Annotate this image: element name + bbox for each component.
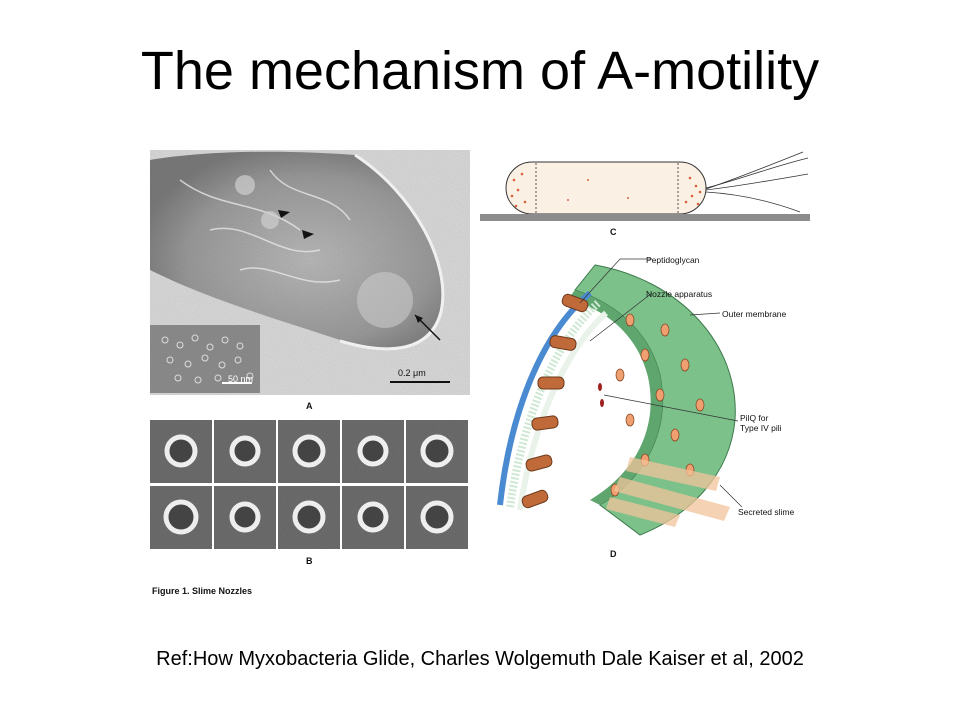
- nozzle-grid-image: [150, 420, 468, 549]
- label-pilq-line1: PilQ for: [740, 413, 769, 423]
- panel-label-d: D: [610, 549, 617, 559]
- label-outer-membrane: Outer membrane: [722, 309, 787, 319]
- panel-label-b: B: [306, 556, 313, 566]
- reference-citation: Ref:How Myxobacteria Glide, Charles Wolg…: [156, 648, 804, 670]
- micrograph-image: [150, 150, 470, 395]
- figure-slime-nozzles: 50 nm 0.2 μm A: [140, 145, 820, 610]
- label-pilq-line2: Type IV pili: [740, 423, 782, 433]
- label-nozzle-apparatus: Nozzle apparatus: [646, 289, 713, 299]
- nozzle-cutaway-diagram: [497, 258, 743, 536]
- panel-c-cell: [478, 150, 818, 225]
- panel-a-micrograph: 50 nm 0.2 μm: [150, 150, 470, 395]
- figure-caption: Figure 1. Slime Nozzles: [152, 586, 253, 596]
- cell-on-surface-diagram: [480, 151, 810, 221]
- label-peptidoglycan: Peptidoglycan: [646, 255, 700, 265]
- panel-label-c: C: [610, 227, 617, 237]
- panel-d-nozzle-cutaway: Peptidoglycan Nozzle apparatus Outer mem…: [480, 245, 820, 545]
- inset-scale-label: 50 nm: [228, 374, 254, 384]
- label-secreted-slime: Secreted slime: [738, 507, 795, 517]
- panel-b-nozzle-grid: [150, 420, 470, 550]
- panel-label-a: A: [306, 401, 313, 411]
- slide-title: The mechanism of A-motility: [140, 41, 820, 101]
- main-scale-label: 0.2 μm: [398, 368, 426, 378]
